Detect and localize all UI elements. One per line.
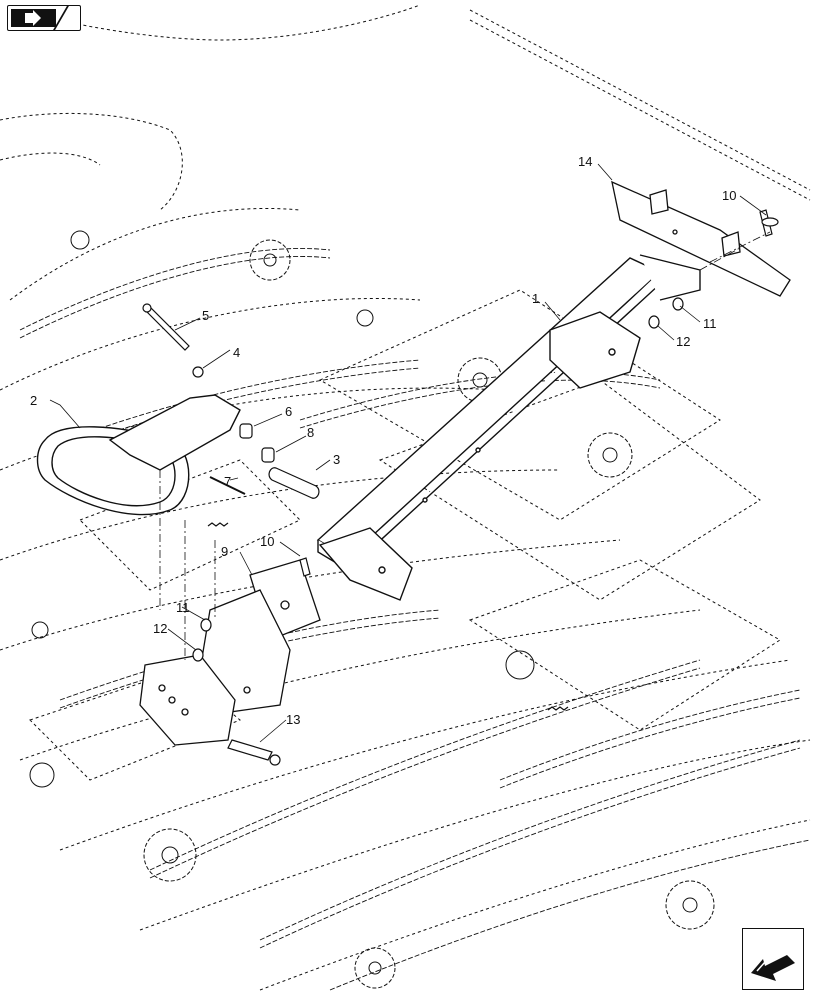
callout-5: 5 xyxy=(202,308,209,323)
sprockets xyxy=(29,230,715,989)
view-orientation-arrow-icon xyxy=(751,955,795,981)
part-5-bolt-head xyxy=(142,303,152,313)
chain-runs xyxy=(19,248,811,991)
view-orientation-badge xyxy=(742,928,804,990)
part-4-nut xyxy=(192,366,204,378)
callout-3: 3 xyxy=(333,452,340,467)
part-9-bracket[interactable] xyxy=(139,559,321,746)
spring-lower-left xyxy=(207,522,229,527)
callout-10-upper: 10 xyxy=(722,188,736,203)
callout-12-lower: 12 xyxy=(153,621,167,636)
part-11-washer-upper xyxy=(672,297,684,311)
part-2-handle[interactable] xyxy=(36,394,241,516)
callout-9: 9 xyxy=(221,544,228,559)
return-to-index-icon xyxy=(11,9,56,27)
spring-center xyxy=(547,706,569,711)
callout-11-upper: 11 xyxy=(703,316,717,331)
part-3-pin xyxy=(268,467,320,499)
part-12-nut-lower xyxy=(192,648,204,662)
part-7-pin xyxy=(209,476,246,495)
callout-12-upper: 12 xyxy=(676,334,690,349)
machine-frame-phantom xyxy=(0,4,811,991)
callout-14: 14 xyxy=(578,154,592,169)
return-to-index-button[interactable] xyxy=(7,5,81,31)
callout-8: 8 xyxy=(307,425,314,440)
leader-lines xyxy=(49,163,767,743)
callout-11-lower: 11 xyxy=(176,600,190,615)
part-13-pin-head xyxy=(269,754,281,766)
part-13-pin xyxy=(227,739,273,761)
part-14-plate[interactable] xyxy=(611,180,791,297)
assembly-guide-lines xyxy=(159,231,771,660)
part-8-bushing xyxy=(261,447,275,463)
part-6-bushing xyxy=(239,423,253,439)
part-1-crossbar[interactable] xyxy=(316,254,701,601)
callout-4: 4 xyxy=(233,345,240,360)
callout-13: 13 xyxy=(286,712,300,727)
callout-7: 7 xyxy=(224,474,231,489)
callout-1: 1 xyxy=(532,291,539,306)
hardware-parts[interactable] xyxy=(142,209,779,766)
part-10-bolt-head-upper xyxy=(761,217,779,227)
part-11-washer-lower xyxy=(200,618,212,632)
part-12-nut-upper xyxy=(648,315,660,329)
callout-6: 6 xyxy=(285,404,292,419)
part-5-bolt xyxy=(144,305,190,351)
callout-labels: 1 2 3 4 5 6 7 8 9 10 10 11 11 12 12 13 1… xyxy=(30,154,736,727)
callout-10-lower: 10 xyxy=(260,534,274,549)
callout-2: 2 xyxy=(30,393,37,408)
part-10-bolt-lower xyxy=(299,557,311,577)
